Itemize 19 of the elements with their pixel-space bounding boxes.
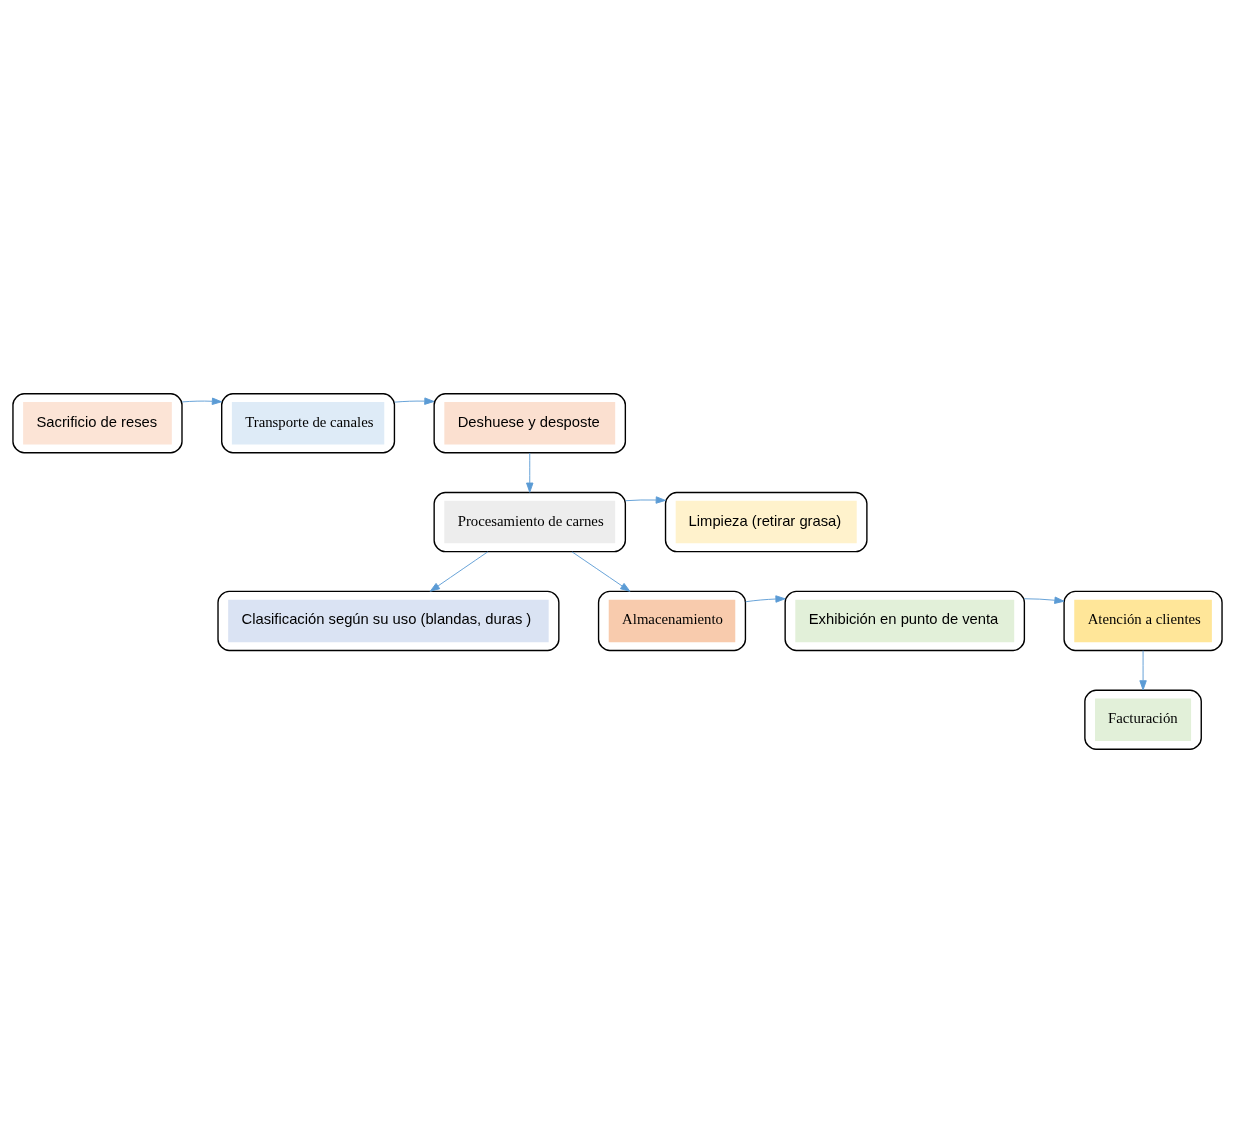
arrow [181,397,222,405]
node-box: Transporte de canales [221,392,396,453]
node-box: Procesamiento de carnes [433,491,627,552]
node-box: Facturación [1084,689,1202,750]
arrow [526,452,534,493]
node-box: Deshuese y desposte [433,392,627,453]
node-box: Limpieza (retirar grasa) [664,491,868,552]
arrow [429,550,489,592]
node-box: Clasificación según su uso (blandas, duras ) [217,590,560,651]
node-box: Exhibición en punto de venta [784,590,1026,651]
arrow [571,550,631,592]
node-box: Almacenamiento [597,590,747,651]
arrow [1139,649,1147,690]
node-box: Sacrificio de reses [12,392,183,453]
arrow [394,396,435,405]
arrow [625,495,666,504]
arrow [745,594,786,603]
arrow [1023,596,1065,604]
node-box: Atención a clientes [1063,590,1223,651]
